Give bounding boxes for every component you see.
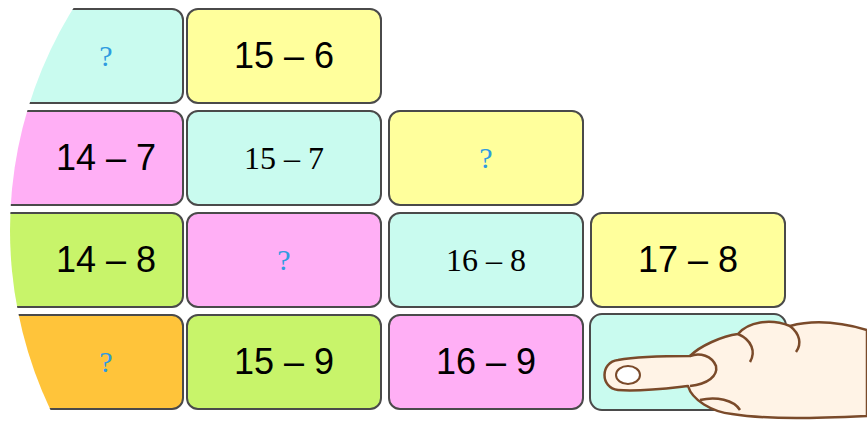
number-tile: 16 – 9	[388, 314, 584, 410]
subtraction-expression: 14 – 8	[56, 239, 156, 281]
number-tile: ?	[186, 212, 382, 308]
subtraction-expression: 15 – 9	[234, 341, 334, 383]
number-tile: ?	[0, 8, 184, 104]
number-tile: ?	[388, 110, 584, 206]
number-tile: ?	[0, 314, 184, 410]
number-tile: 14 – 7	[0, 110, 184, 206]
number-tile: 16 – 8	[388, 212, 584, 308]
subtraction-expression: 15 – 7	[244, 140, 324, 177]
question-mark: ?	[277, 243, 290, 277]
number-tile: 15 – 9	[186, 314, 382, 410]
number-tile: 14 – 8	[0, 212, 184, 308]
subtraction-expression: 17 – 8	[638, 239, 738, 281]
number-tile: 15 – 6	[186, 8, 382, 104]
subtraction-expression: 16 – 9	[436, 341, 536, 383]
question-mark: ?	[479, 141, 492, 175]
question-mark: ?	[99, 345, 112, 379]
number-tile: 15 – 7	[186, 110, 382, 206]
subtraction-expression: 15 – 6	[234, 35, 334, 77]
subtraction-expression: 16 – 8	[446, 242, 526, 279]
number-tile: 17 – 8	[590, 212, 786, 308]
subtraction-expression: 14 – 7	[56, 137, 156, 179]
question-mark: ?	[99, 39, 112, 73]
